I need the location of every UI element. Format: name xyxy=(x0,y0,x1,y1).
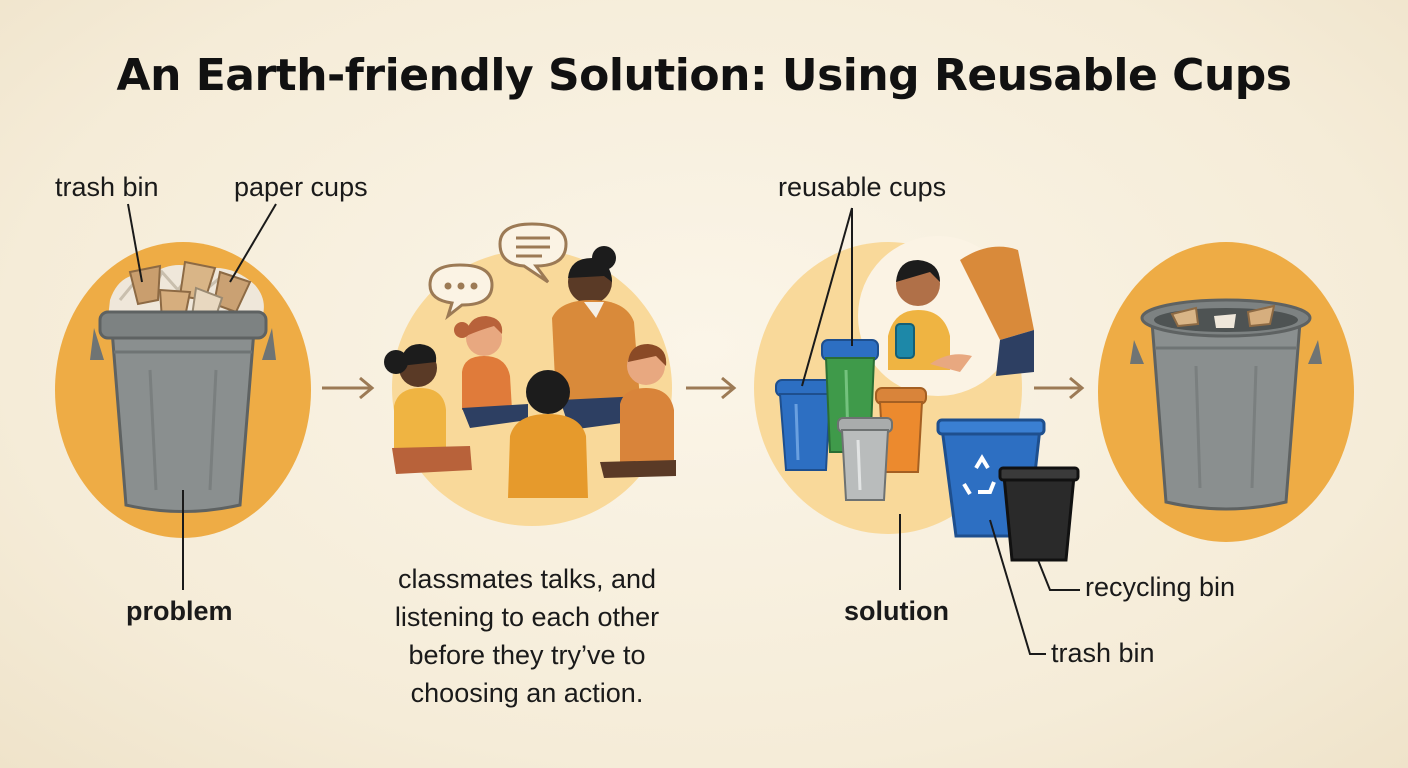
trash-bin-black xyxy=(998,466,1080,562)
label-recycling-bin: recycling bin xyxy=(1085,572,1236,602)
label-trash-bin-1: trash bin xyxy=(55,172,159,202)
child-boy-right xyxy=(600,344,676,478)
reusable-cup-blue xyxy=(775,379,835,471)
solution-panel xyxy=(754,207,1080,655)
child-boy-back xyxy=(508,370,588,498)
paper-cup-small xyxy=(1170,306,1200,328)
arrow-1 xyxy=(322,376,375,400)
speech-bubble-lines xyxy=(498,222,568,284)
discussion-caption: classmates talks, and listening to each … xyxy=(394,564,660,708)
recycle-icon xyxy=(962,454,996,496)
trash-bin-leader-2 xyxy=(989,519,1046,655)
trash-bin-leader-1 xyxy=(127,203,143,283)
label-paper-cups: paper cups xyxy=(234,172,368,202)
arrow-3 xyxy=(1034,376,1085,400)
paper-cups-pile xyxy=(108,260,264,324)
reusable-cup-silver xyxy=(837,417,893,501)
child-drinking-inset xyxy=(858,236,1034,396)
trash-bin-result xyxy=(1130,298,1322,511)
label-trash-bin-2: trash bin xyxy=(1051,638,1155,668)
paper-cups-leader xyxy=(229,203,277,283)
arrow-2 xyxy=(686,376,737,400)
cup-icon xyxy=(895,323,915,359)
problem-panel xyxy=(55,203,311,590)
child-girl-ponytail xyxy=(454,316,528,428)
paper-cup-small xyxy=(1246,304,1276,328)
reusable-cups-leader-1 xyxy=(801,207,853,387)
page-title: An Earth-friendly Solution: Using Reusab… xyxy=(116,50,1292,101)
child-girl-left xyxy=(384,344,472,474)
trash-bin-problem xyxy=(90,310,276,513)
discussion-panel xyxy=(384,222,676,526)
label-reusable-cups: reusable cups xyxy=(778,172,947,202)
speech-bubble-dots xyxy=(428,263,494,321)
label-problem: problem xyxy=(126,596,233,626)
recycling-bin-leader xyxy=(1037,559,1080,591)
result-panel xyxy=(1098,242,1354,542)
label-solution: solution xyxy=(844,596,949,626)
